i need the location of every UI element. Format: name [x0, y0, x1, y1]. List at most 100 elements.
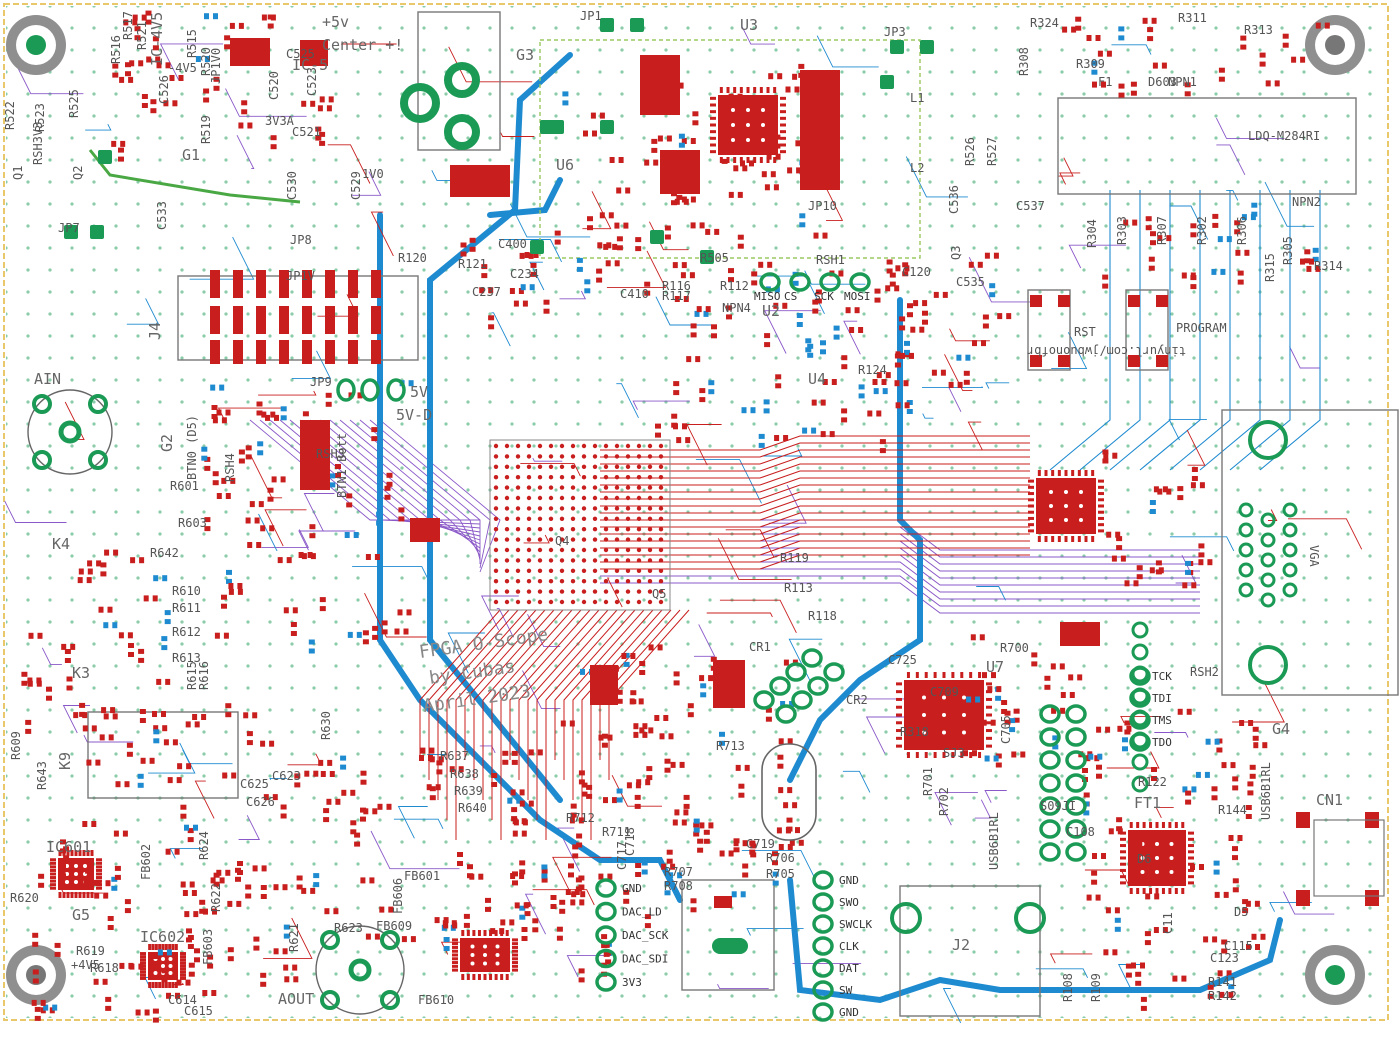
button-label: BTN0 (D5): [185, 415, 199, 480]
mounting-hole-bottom-right: [1305, 945, 1365, 1005]
ref-designator: R630: [319, 711, 333, 740]
power-component-pad: [640, 55, 680, 115]
signal-trace: [491, 312, 511, 347]
signal-trace: [225, 88, 307, 117]
ref-designator: C410: [620, 287, 649, 301]
vga-pin: [1260, 592, 1276, 608]
ref-designator: Q4: [555, 534, 569, 548]
fiducial-label: G3: [516, 46, 534, 64]
ref-designator: R113: [784, 581, 813, 595]
rail-5v-label: 5V: [410, 383, 428, 401]
signal-trace: [1035, 968, 1089, 979]
ref-designator: R142: [1208, 989, 1237, 1003]
header-pin-label: TCK: [1152, 670, 1172, 683]
ref-designator: C400: [498, 237, 527, 251]
inner-trace: [249, 419, 480, 521]
ref-designator: R706: [766, 851, 795, 865]
bus-trace: [600, 442, 1030, 458]
ref-designator: R708: [664, 879, 693, 893]
header-pin-label: MISO: [754, 290, 781, 303]
smd-pad-cluster: [182, 861, 299, 987]
fanout-trace: [491, 609, 573, 820]
power-component-pad: [450, 165, 510, 197]
signal-trace: [397, 806, 428, 839]
ref-designator: R615: [185, 661, 199, 690]
ref-designator: R315: [1263, 253, 1277, 282]
signal-trace: [746, 928, 804, 936]
ref-designator: C525: [286, 47, 315, 61]
header-pin: [595, 878, 617, 898]
smd-pad-cluster: [512, 863, 651, 983]
fanout-trace: [572, 609, 654, 800]
ref-designator: C535: [956, 275, 985, 289]
inner-trace: [349, 419, 481, 561]
aout-connector: [315, 925, 405, 1015]
ref-designator: L2: [910, 161, 924, 175]
signal-trace: [327, 144, 371, 184]
signal-trace: [1111, 44, 1152, 55]
ref-designator: D5: [1234, 905, 1248, 919]
header-pin-label: GND: [839, 874, 859, 887]
signal-trace: [529, 261, 545, 291]
power-component-pad: [590, 665, 618, 705]
bus-trace: [600, 498, 1030, 514]
ref-designator: R522: [3, 101, 17, 130]
power-component-pad: [1060, 622, 1100, 646]
header-pin-label: GND: [839, 1006, 859, 1019]
ref-designator: R622: [209, 883, 223, 912]
header-pin: [789, 272, 811, 292]
signal-trace: [974, 799, 992, 819]
signal-trace: [606, 250, 667, 289]
mounting-hole-bottom-left: [6, 945, 66, 1005]
ic-label: IC-4V5: [148, 12, 166, 66]
fanout-trace: [527, 609, 609, 800]
ref-designator: F1: [1098, 75, 1112, 89]
inner-trace: [329, 419, 481, 553]
ref-designator: 3V3A: [265, 114, 295, 128]
signal-trace: [447, 632, 485, 674]
project-url: tinyurl.com/jwbuonofbr: [1027, 344, 1186, 358]
ref-designator: C529: [349, 171, 363, 200]
header-pin: [595, 925, 617, 945]
ethernet-module-label: LDQ-M284RI: [1248, 129, 1320, 143]
smd-pad-cluster: [1062, 16, 1330, 98]
ref-designator: C614: [168, 993, 197, 1007]
signal-trace: [352, 171, 382, 196]
j2-usb-pads: [712, 896, 748, 954]
signal-trace: [169, 848, 203, 859]
ref-designator: D603: [1148, 75, 1177, 89]
header-pin: [595, 972, 617, 992]
ref-designator: Q3: [949, 246, 963, 260]
header-pin-label: GND: [622, 882, 642, 895]
mounting-hole-top-right: [1305, 15, 1365, 75]
through-hole-pad: [98, 150, 112, 164]
power-component-pad: [660, 150, 700, 194]
bus-trace: [600, 547, 1030, 563]
ref-designator: C533: [155, 201, 169, 230]
signal-trace: [159, 43, 224, 80]
signal-trace: [1049, 953, 1093, 964]
header-pin-label: DAC_LD: [622, 906, 662, 919]
signal-trace: [532, 889, 595, 906]
through-hole-pad: [64, 225, 78, 239]
ref-designator: R108: [1061, 973, 1075, 1002]
header-pin-label: DAC_SCK: [622, 929, 669, 942]
fiducial-label: G5: [72, 906, 90, 924]
ref-designator: R109: [1089, 973, 1103, 1002]
signal-trace: [269, 777, 287, 781]
ref-designator: R705: [766, 867, 795, 881]
ref-designator: C120: [902, 265, 931, 279]
ref-designator: R314: [1314, 259, 1343, 273]
header-pin-label: SWO: [839, 896, 859, 909]
header-pin-label: SWCLK: [839, 918, 872, 931]
front-copper-traces: [59, 43, 1363, 985]
ref-designator: R306: [1235, 216, 1249, 245]
ref-designator: R121: [458, 257, 487, 271]
ref-designator: C623: [272, 769, 301, 783]
signal-trace: [298, 530, 356, 551]
header-pin-label: SW: [839, 984, 853, 997]
ref-designator: C705: [999, 715, 1013, 744]
u7-chip: [896, 672, 992, 758]
